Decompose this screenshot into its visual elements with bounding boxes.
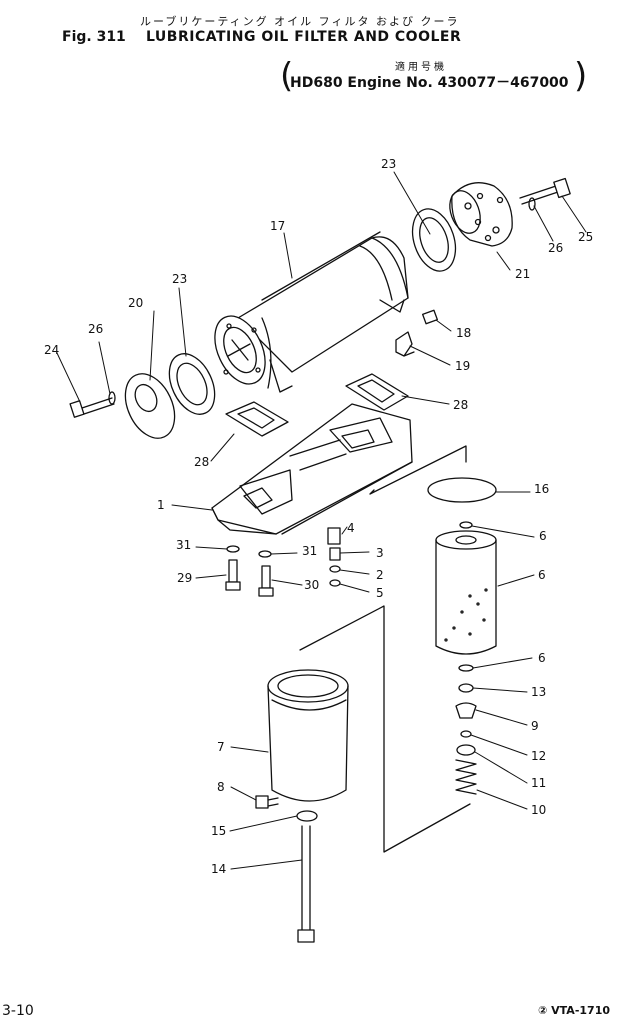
callout-12: 11 [531, 776, 546, 790]
plug-19 [422, 309, 438, 325]
callout-24: 24 [44, 343, 59, 357]
filter-head-bracket [211, 403, 413, 535]
elbow-20 [395, 331, 415, 357]
bolt-15 [297, 825, 315, 943]
callout-1: 1 [157, 498, 165, 512]
filter-housing-8 [267, 669, 349, 802]
bracket-left: ( [280, 56, 294, 96]
figure-label: Fig. 311 [62, 29, 126, 45]
bracket-right: ) [574, 56, 588, 96]
callout-21: 20 [128, 296, 143, 310]
callout-7: 6 [538, 568, 546, 582]
callout-3: 3 [376, 546, 384, 560]
cooler-cover-left [124, 373, 176, 439]
ring-14 [458, 683, 474, 693]
washer-26-left [108, 391, 116, 405]
valve-4 [327, 527, 341, 545]
washer-12 [456, 744, 476, 756]
washer-6-bottom [458, 664, 474, 672]
callout-11: 10 [531, 803, 546, 817]
plug-9 [255, 795, 279, 809]
gasket-23-right [411, 208, 457, 272]
gasket-23-left [168, 353, 216, 415]
callout-16: 15 [211, 824, 226, 838]
callout-28-right: 28 [453, 398, 468, 412]
washer-31-right [258, 550, 272, 558]
callout-2: 2 [376, 568, 384, 582]
callout-labels: 17 23 21 25 26 23 20 26 24 18 19 28 28 1… [44, 157, 593, 876]
oil-cooler-body [214, 231, 409, 393]
callout-26-left: 26 [88, 322, 103, 336]
callout-28-left: 28 [194, 455, 209, 469]
spring-11 [455, 759, 477, 795]
bolt-29 [225, 559, 241, 591]
callout-10: 9 [531, 719, 539, 733]
document-code: ② VTA-1710 [538, 1004, 610, 1017]
valve-10 [455, 702, 477, 719]
callout-25: 25 [578, 230, 593, 244]
japanese-title: ルーブリケーティング オイル フィルタ および クーラ [140, 15, 460, 28]
washer-31-left [226, 545, 240, 553]
filter-element-7 [435, 530, 497, 655]
callout-18: 17 [270, 219, 285, 233]
washer-26-right [528, 197, 536, 211]
callout-31-left: 31 [176, 538, 191, 552]
callout-30: 30 [304, 578, 319, 592]
callout-6-bottom: 6 [538, 651, 546, 665]
figure-title: LUBRICATING OIL FILTER AND COOLER [146, 29, 462, 45]
callout-14: 13 [531, 685, 546, 699]
callout-5: 5 [376, 586, 384, 600]
callout-23-left: 23 [172, 272, 187, 286]
washer-16 [296, 810, 318, 822]
washer-6-top [459, 521, 473, 529]
callout-8: 7 [217, 740, 225, 754]
callout-9: 8 [217, 780, 225, 794]
gasket-28-upper [345, 373, 409, 411]
callout-13: 12 [531, 749, 546, 763]
callout-19: 18 [456, 326, 471, 340]
guide-line-bottom [299, 605, 471, 853]
callout-15: 14 [211, 862, 226, 876]
washer-5 [329, 579, 341, 587]
callout-20: 19 [455, 359, 470, 373]
callout-4: 4 [347, 521, 355, 535]
bolt-30 [258, 565, 274, 597]
gasket-28-lower [225, 401, 289, 437]
o-ring-17 [427, 477, 497, 503]
spring-3 [329, 547, 341, 561]
cooler-cover [449, 182, 513, 247]
bolt-25 [519, 177, 571, 205]
leader-lines [56, 171, 587, 870]
ring-2 [329, 565, 341, 573]
callout-22: 21 [515, 267, 530, 281]
applicable-model: HD680 Engine No. 430077－467000 [290, 75, 569, 91]
washer-13 [460, 730, 472, 738]
callout-31-right: 31 [302, 544, 317, 558]
callout-17: 16 [534, 482, 549, 496]
callout-23-top: 23 [381, 157, 396, 171]
bolt-24 [69, 397, 115, 418]
page-number: 3-10 [2, 1003, 34, 1019]
callout-6-top: 6 [539, 529, 547, 543]
callout-29: 29 [177, 571, 192, 585]
applicable-label-jp: 適用号機 [395, 62, 447, 73]
callout-26-right: 26 [548, 241, 563, 255]
guide-line-top [369, 445, 467, 495]
